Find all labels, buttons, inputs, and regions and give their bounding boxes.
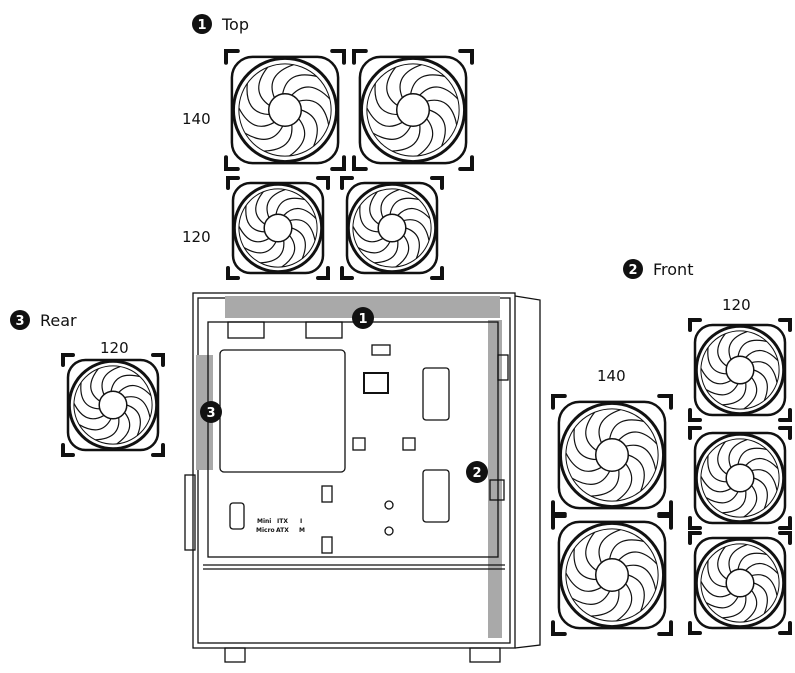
case-marker-3: 3 — [200, 401, 222, 423]
top-cutout — [227, 321, 265, 339]
rear-label: Rear — [40, 311, 77, 330]
case-body — [192, 292, 516, 649]
slot — [371, 344, 391, 356]
top-140-fan — [224, 49, 346, 171]
marker-number: 2 — [472, 466, 481, 481]
i-label: I — [300, 518, 302, 525]
case-foot — [469, 647, 501, 663]
top-140-label: 140 — [182, 110, 211, 128]
motherboard-labels: Mini Micro ITX ATX I M — [256, 518, 305, 534]
mini-label: Mini — [257, 518, 271, 525]
marker-number: 3 — [206, 406, 215, 421]
slot — [402, 437, 416, 451]
top-120-label: 120 — [182, 228, 211, 246]
front-140-fan — [551, 394, 673, 516]
front-120-fan — [688, 426, 792, 530]
micro-label: Micro — [256, 527, 275, 534]
cable-cutout — [422, 367, 450, 421]
front-140-label: 140 — [597, 367, 626, 385]
marker-number: 1 — [358, 312, 367, 327]
front-140-fan — [551, 514, 673, 636]
top-140-fan — [352, 49, 474, 171]
standoff — [384, 500, 394, 510]
front-mount-highlight — [488, 320, 502, 638]
standoff — [384, 526, 394, 536]
square-cutout — [363, 372, 389, 394]
rear-header: 3 Rear — [10, 310, 77, 330]
top-label: Top — [221, 15, 249, 34]
top-cutout — [305, 321, 343, 339]
m-label: M — [299, 527, 305, 534]
badge-number: 3 — [15, 314, 24, 329]
top-header: 1 Top — [192, 14, 249, 34]
badge-number: 2 — [628, 263, 637, 278]
itx-label: ITX — [277, 518, 288, 525]
front-bracket — [489, 479, 505, 501]
badge-3-icon — [10, 310, 30, 330]
front-bracket — [497, 354, 509, 381]
slot — [229, 502, 245, 530]
case-foot — [224, 647, 246, 663]
case-marker-1: 1 — [352, 307, 374, 329]
slot — [321, 485, 333, 503]
badge-2-icon — [623, 259, 643, 279]
badge-1-icon — [192, 14, 212, 34]
rear-120-fan — [61, 353, 165, 457]
front-label: Front — [653, 260, 693, 279]
slot — [321, 536, 333, 554]
atx-label: ATX — [276, 527, 289, 534]
fans — [61, 49, 792, 636]
top-mount-highlight — [225, 296, 500, 318]
slot — [352, 437, 366, 451]
badge-number: 1 — [197, 18, 206, 33]
rear-120-label: 120 — [100, 339, 129, 357]
case-marker-2: 2 — [466, 461, 488, 483]
front-120-fan — [688, 531, 792, 635]
pc-case — [184, 292, 541, 663]
front-120-label: 120 — [722, 296, 751, 314]
cable-cutout — [422, 469, 450, 523]
top-120-fan — [340, 176, 444, 280]
case-front-panel — [514, 295, 541, 649]
front-120-fan — [688, 318, 792, 422]
top-120-fan — [226, 176, 330, 280]
rear-slot-bracket — [184, 474, 196, 551]
front-header: 2 Front — [623, 259, 693, 279]
